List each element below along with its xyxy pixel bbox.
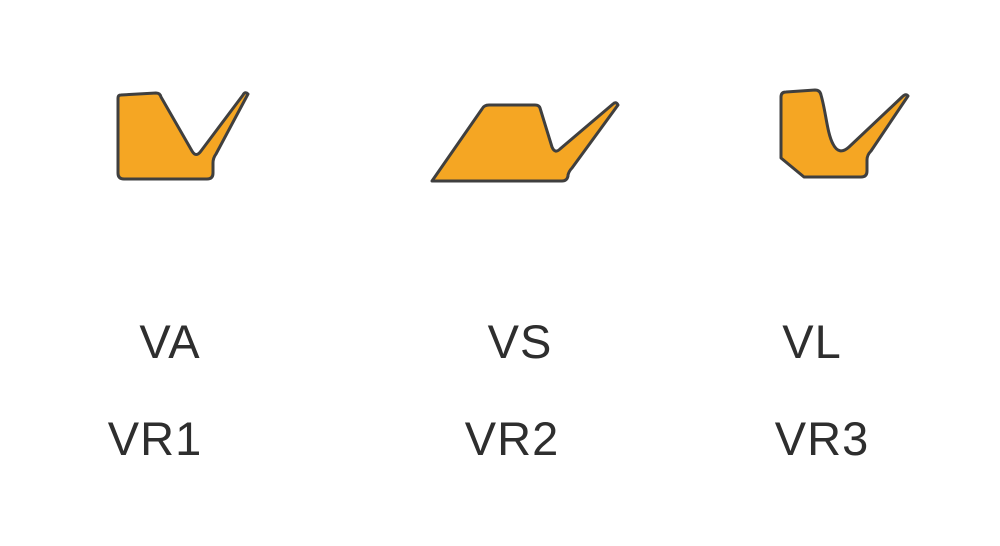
vl-type-label: VL	[782, 315, 842, 368]
vr3-label: VR3	[774, 412, 870, 465]
vl-profile-shape	[779, 88, 910, 179]
vr2-label: VR2	[464, 412, 560, 465]
va-type-label: VA	[139, 315, 201, 368]
va-profile-shape	[116, 91, 250, 181]
vs-profile-shape	[430, 101, 620, 183]
va-seal-profile-icon	[116, 91, 250, 181]
vs-type-label: VS	[487, 315, 553, 368]
vs-seal-profile-icon	[430, 101, 620, 183]
vl-seal-profile-icon	[779, 88, 910, 179]
vr1-label: VR1	[107, 412, 203, 465]
